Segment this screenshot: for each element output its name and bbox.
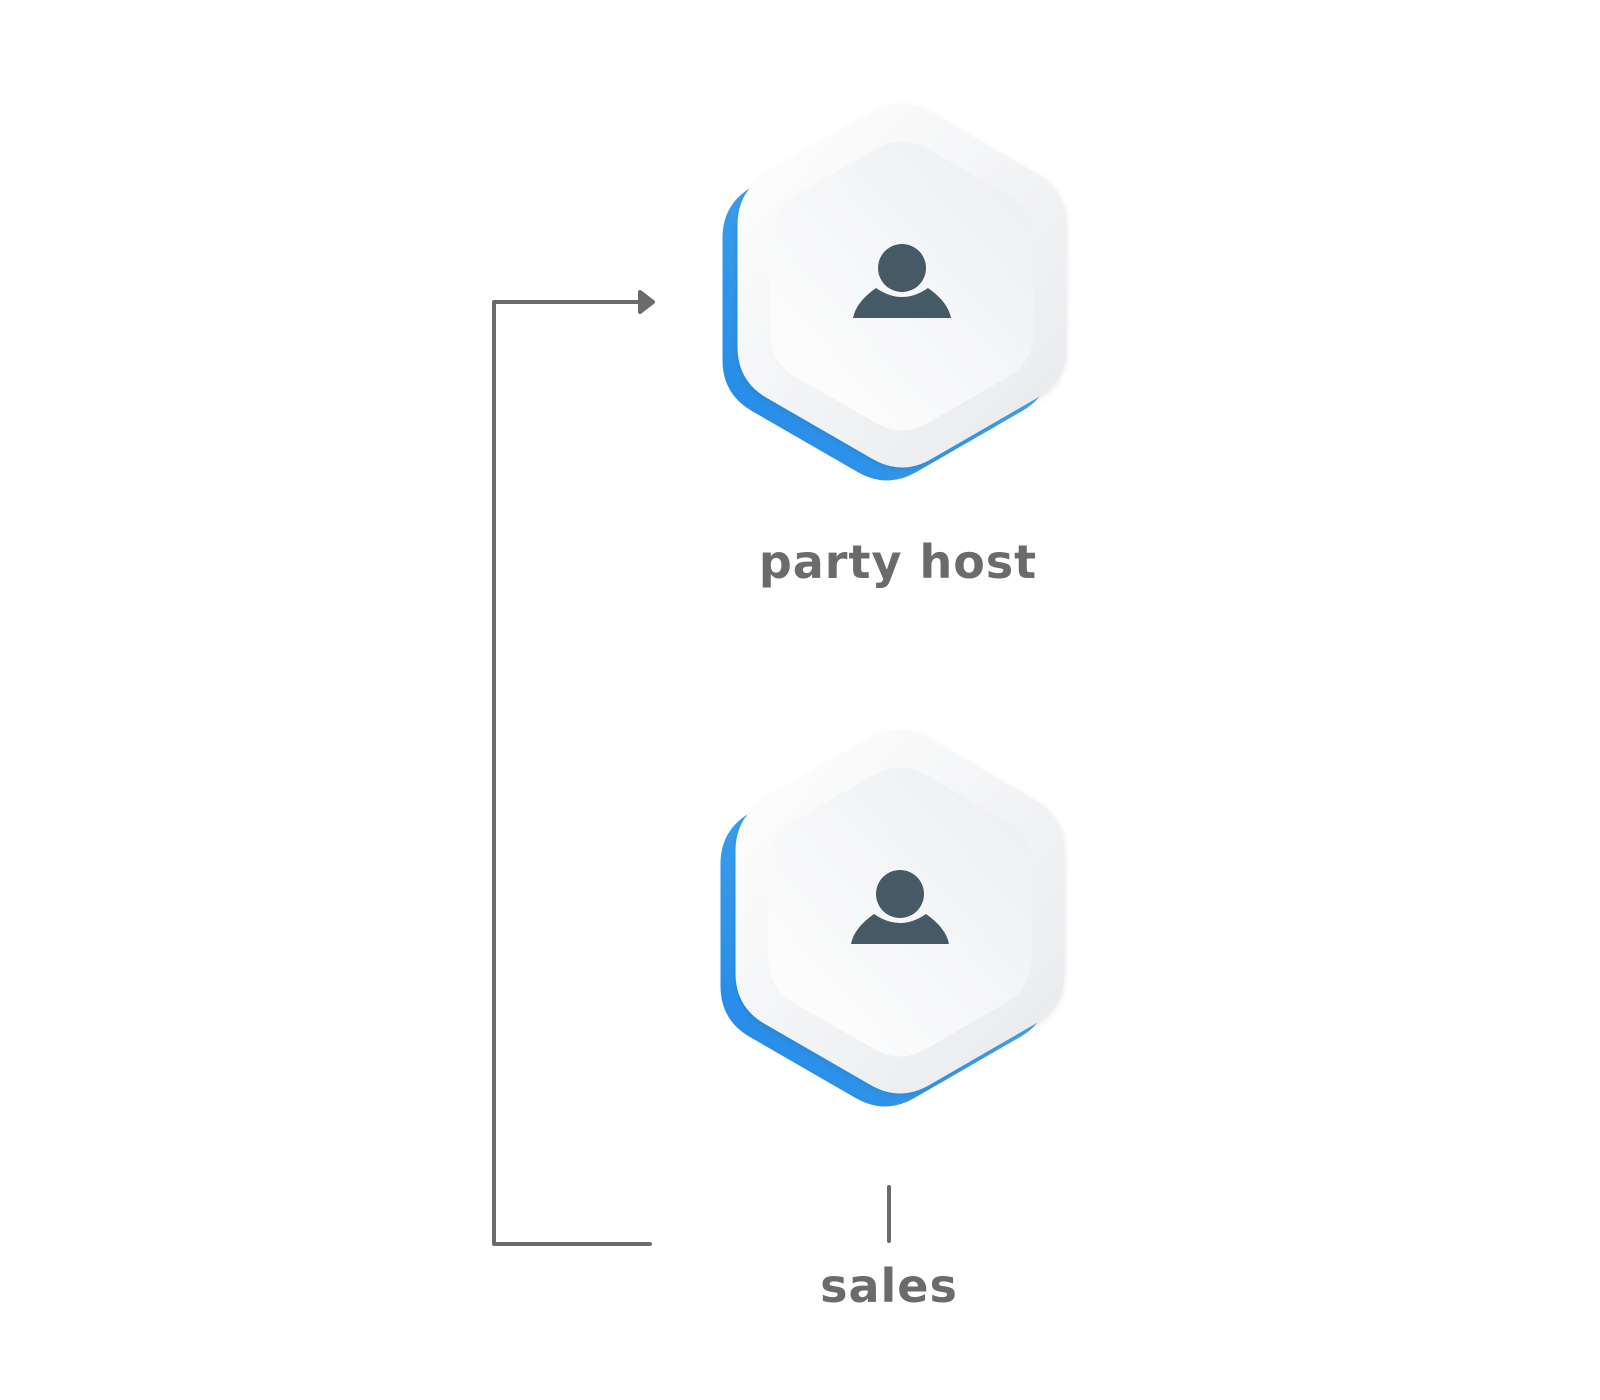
node-sales[interactable]: sales	[720, 730, 1065, 1314]
node-party-host[interactable]: party host	[722, 104, 1067, 590]
user-icon	[853, 244, 951, 318]
node-label-party-host: party host	[759, 535, 1037, 589]
connector-sales-to-party-host	[492, 290, 655, 1246]
user-icon	[851, 870, 949, 944]
connector-line	[492, 300, 654, 1246]
arrow-head	[638, 290, 655, 314]
hexagon-shape	[722, 104, 1067, 481]
hexagon-shape	[720, 730, 1065, 1107]
node-label-sales: sales	[820, 1259, 958, 1313]
